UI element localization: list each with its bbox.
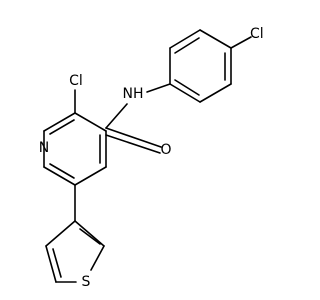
atom-o-carbonyl: O (160, 142, 171, 158)
bond-aryl-inner-1 (174, 37, 200, 54)
chemical-structure: Cl NH Cl N O S (39, 26, 264, 290)
atom-s-thiophene: S (82, 274, 91, 290)
atom-cl-aryl: Cl (250, 26, 264, 42)
bond-nh-carbonyl (105, 103, 128, 129)
bond-th-c5-c4 (45, 245, 57, 283)
bond-aryl-1 (169, 29, 201, 49)
bond-carbonyl-o-1 (105, 127, 162, 148)
bond-th-c2-s (90, 245, 105, 271)
bond-pyr-c5-c6 (43, 166, 76, 186)
bonds (43, 29, 252, 283)
bond-aryl-cl (230, 36, 252, 49)
bond-pyr-n-c2 (43, 112, 76, 132)
bond-pyr-c4-c5 (74, 166, 107, 186)
bond-th-inner-1 (79, 228, 101, 245)
bond-aryl-nh (146, 83, 171, 93)
bond-aryl-5 (169, 83, 201, 103)
bond-aryl-inner-3 (174, 79, 200, 96)
atom-labels: Cl NH Cl N O S (39, 26, 264, 290)
atom-nh: NH (123, 86, 144, 102)
bond-pyr-inner-3 (49, 119, 75, 135)
bond-carbonyl-o-2 (105, 134, 161, 154)
bond-th-c3-c2 (74, 220, 105, 247)
atom-cl-pyridine: Cl (69, 73, 83, 89)
bond-th-inner-2 (52, 248, 62, 278)
bond-aryl-4 (199, 83, 232, 103)
atom-n-pyridine: N (39, 140, 49, 156)
bond-pyr-inner-2 (49, 163, 75, 179)
bond-th-c4-c3 (45, 220, 76, 247)
bond-aryl-2 (199, 29, 232, 49)
bond-pyr-c2-c3 (74, 112, 107, 132)
